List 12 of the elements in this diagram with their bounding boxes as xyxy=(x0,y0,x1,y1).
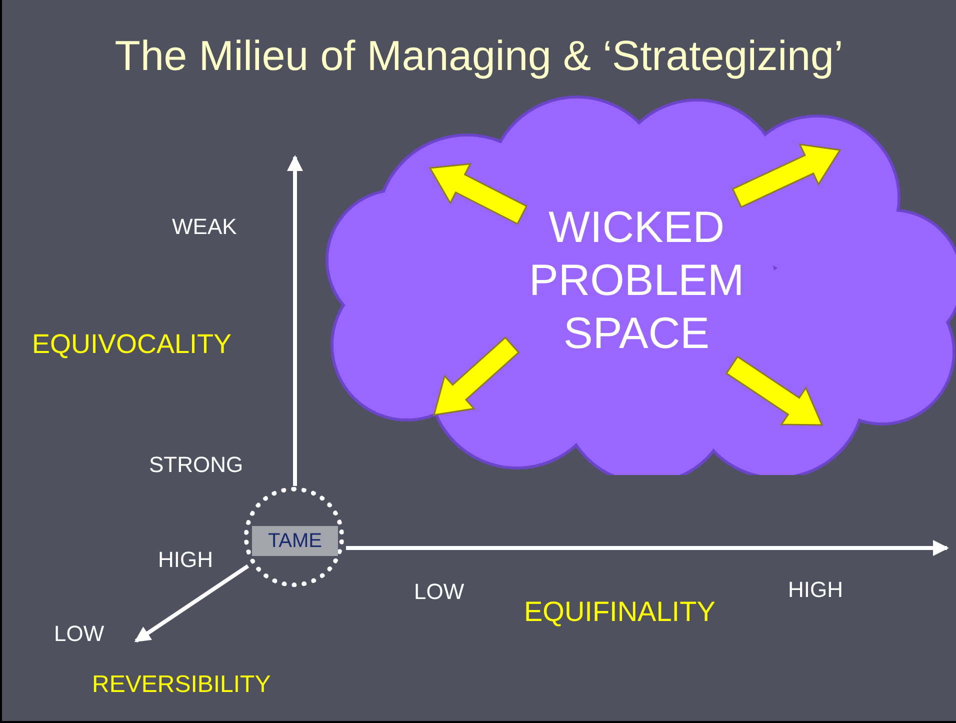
axis-label: WEAK xyxy=(172,213,237,240)
axis-label: EQUIFINALITY xyxy=(524,595,716,629)
axis-label: STRONG xyxy=(149,451,244,478)
tame-box: TAME xyxy=(252,526,338,556)
axis-label: REVERSIBILITY xyxy=(92,670,271,700)
axis-label: EQUIVOCALITY xyxy=(32,328,232,361)
axis-label: LOW xyxy=(414,578,464,606)
cloud-label: WICKED PROBLEM SPACE xyxy=(529,202,744,360)
title: The Milieu of Managing & ‘Strategizing’ xyxy=(114,31,844,81)
axis-label: LOW xyxy=(54,620,104,648)
axis-label: HIGH xyxy=(158,546,213,574)
axis-label: HIGH xyxy=(788,576,843,604)
